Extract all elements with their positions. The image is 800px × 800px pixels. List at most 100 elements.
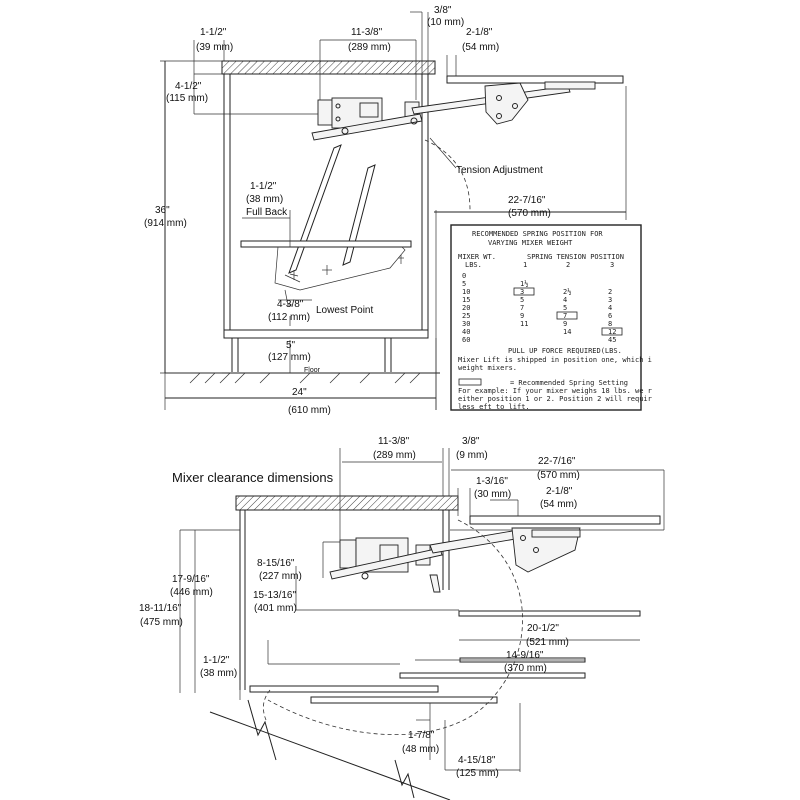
dim-text: 4-15/18" (458, 755, 496, 766)
dim-text: (370 mm) (504, 663, 547, 674)
dim-text: 1-3/16" (476, 476, 508, 487)
floor-label: Floor (304, 367, 321, 374)
dim-text: (289 mm) (373, 450, 416, 461)
dim-text: 22-7/16" (538, 456, 576, 467)
dim-text: 3/8" (462, 436, 480, 447)
dim-text: (112 mm) (268, 312, 310, 323)
dim-text: 2-1/8" (466, 27, 493, 38)
tension-label: Tension Adjustment (456, 165, 543, 176)
svg-text:LBS.: LBS. (465, 261, 482, 269)
dim-text: 1-1/2" (200, 27, 227, 38)
table-position-cell: 4 (563, 296, 567, 304)
table-weight-cell: 25 (462, 312, 470, 320)
svg-text:2: 2 (566, 261, 570, 269)
table-position-cell: 8 (608, 320, 612, 328)
table-position-cell: 3 (520, 288, 524, 296)
table-position-cell: 12 (608, 328, 616, 336)
table-position-cell: 1½ (520, 280, 528, 288)
table-position-cell: 2 (608, 288, 612, 296)
dim-text: 4-3/8" (277, 299, 304, 310)
table-position-cell: 9 (520, 312, 524, 320)
table-weight-cell: 15 (462, 296, 470, 304)
table-position-cell: 2½ (563, 288, 571, 296)
dim-text: 36" (155, 205, 170, 216)
recommended-setting-box (513, 287, 535, 296)
clearance-mechanism (329, 527, 581, 593)
top-view: 1-1/2" (39 mm) 4-1/2" (115 mm) 11-3/8" (… (144, 5, 652, 416)
dim-text: (9 mm) (456, 450, 488, 461)
spring-table: RECOMMENDED SPRING POSITION FOR VARYING … (450, 224, 652, 411)
dim-text: (54 mm) (462, 42, 499, 53)
dim-text: (610 mm) (288, 405, 331, 416)
dim-text: (570 mm) (537, 470, 580, 481)
table-position-cell: 45 (608, 336, 616, 344)
cabinet-bottom (223, 329, 429, 339)
full-back-label: Full Back (246, 207, 288, 218)
dim-text: (115 mm) (166, 93, 208, 104)
floor-slope (209, 711, 451, 800)
dim-text: 22-7/16" (508, 195, 546, 206)
dim-text: (521 mm) (526, 637, 569, 648)
table-position-cell: 9 (563, 320, 567, 328)
dim-text: 17-9/16" (172, 574, 210, 585)
svg-text:For example: If your mixer wei: For example: If your mixer weighs 18 lbs… (458, 387, 652, 395)
svg-text:3: 3 (610, 261, 614, 269)
dim-text: (10 mm) (427, 17, 464, 28)
svg-text:MIXER WT.: MIXER WT. (458, 253, 496, 261)
dim-text: 18-11/16" (139, 603, 182, 614)
dim-text: (570 mm) (508, 208, 551, 219)
table-weight-cell: 60 (462, 336, 470, 344)
lowest-point-label: Lowest Point (316, 305, 373, 316)
dim-text: (38 mm) (246, 194, 283, 205)
table-weight-cell: 20 (462, 304, 470, 312)
table-position-cell: 11 (520, 320, 528, 328)
dim-text: (30 mm) (474, 489, 511, 500)
dim-text: 11-3/8" (351, 27, 383, 38)
svg-text:VARYING MIXER WEIGHT: VARYING MIXER WEIGHT (488, 239, 573, 247)
dim-text: 2-1/8" (546, 486, 573, 497)
table-position-cell: 4 (608, 304, 612, 312)
svg-text:= Recommended Spring Setting: = Recommended Spring Setting (510, 379, 628, 387)
dim-text: (127 mm) (268, 352, 311, 363)
bottom-view: Mixer clearance dimensions (139, 436, 665, 800)
dim-text: 1-1/2" (203, 655, 230, 666)
clearance-title: Mixer clearance dimensions (172, 470, 334, 485)
countertop (221, 60, 436, 75)
recommended-setting-box (556, 311, 578, 320)
dim-text: (38 mm) (200, 668, 237, 679)
table-position-cell: 3 (608, 296, 612, 304)
dim-text: 20-1/2" (527, 623, 559, 634)
svg-text:PULL UP FORCE REQUIRED(LBS.: PULL UP FORCE REQUIRED(LBS. (508, 347, 622, 355)
table-position-cell: 5 (520, 296, 524, 304)
recommended-setting-box (601, 327, 623, 336)
dim-text: (125 mm) (456, 768, 499, 779)
svg-text:1: 1 (523, 261, 527, 269)
dim-text: 5" (286, 340, 296, 351)
table-position-cell: 7 (563, 312, 567, 320)
dim-text: 3/8" (434, 5, 452, 16)
dim-text: 8-15/16" (257, 558, 295, 569)
svg-text:RECOMMENDED SPRING POSITION FO: RECOMMENDED SPRING POSITION FOR (472, 230, 603, 238)
dim-text: 15-13/16" (253, 590, 296, 601)
dim-text: 14-9/16" (506, 650, 544, 661)
table-weight-cell: 10 (462, 288, 470, 296)
table-position-cell: 6 (608, 312, 612, 320)
dim-text: (227 mm) (259, 571, 302, 582)
dim-text: (54 mm) (540, 499, 577, 510)
table-position-cell: 14 (563, 328, 571, 336)
svg-text:weight mixers.: weight mixers. (458, 364, 517, 372)
table-position-cell: 7 (520, 304, 524, 312)
dim-text: (39 mm) (196, 42, 233, 53)
dim-text: 1-1/2" (250, 181, 277, 192)
lift-mechanism (311, 81, 596, 141)
dim-text: (401 mm) (254, 603, 297, 614)
svg-text:less eft to lift.: less eft to lift. (458, 403, 530, 411)
dim-text: 4-1/2" (175, 81, 202, 92)
dim-text: (446 mm) (170, 587, 213, 598)
dim-text: (914 mm) (144, 218, 187, 229)
dim-text: 24" (292, 387, 307, 398)
table-weight-cell: 5 (462, 280, 466, 288)
dim-text: 11-3/8" (378, 436, 410, 447)
dim-text: 1-7/8" (408, 730, 435, 741)
